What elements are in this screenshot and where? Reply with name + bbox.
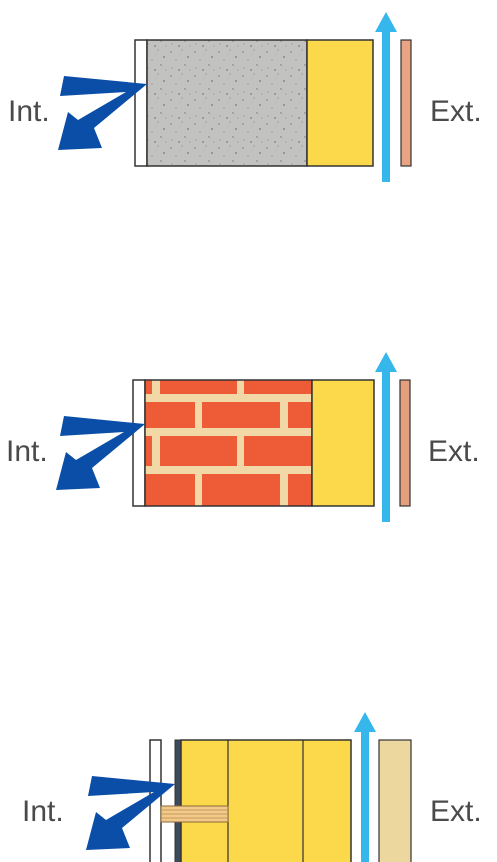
concrete-wall-diagram: Int. Ext. bbox=[0, 0, 497, 200]
air-flow-arrow-icon bbox=[354, 712, 376, 862]
interior-finish-layer bbox=[132, 379, 146, 507]
interior-label: Int. bbox=[8, 95, 50, 128]
timber-batten bbox=[160, 805, 229, 823]
heat-flow-arrow-icon bbox=[86, 776, 175, 850]
insulation-layer bbox=[180, 739, 352, 862]
insulation-layer bbox=[306, 39, 374, 167]
heat-flow-arrow-icon bbox=[58, 76, 147, 150]
exterior-label: Ext. bbox=[430, 795, 482, 828]
timber-wall-svg bbox=[86, 712, 412, 862]
exterior-label: Ext. bbox=[430, 95, 482, 128]
interior-finish-layer bbox=[134, 39, 148, 167]
air-flow-arrow-icon bbox=[375, 12, 397, 182]
brick-layer bbox=[144, 379, 313, 507]
interior-finish-layer bbox=[149, 739, 162, 862]
exterior-label: Ext. bbox=[428, 435, 480, 468]
concrete-layer bbox=[146, 39, 308, 167]
interior-label: Int. bbox=[6, 435, 48, 468]
brick-wall-svg bbox=[56, 352, 411, 522]
exterior-cladding bbox=[378, 739, 412, 862]
brick-wall-diagram: Int. Ext. bbox=[0, 340, 497, 540]
timber-frame-wall-diagram: Int. Ext. bbox=[0, 700, 497, 862]
concrete-wall-svg bbox=[58, 12, 412, 182]
interior-label: Int. bbox=[22, 795, 64, 828]
air-flow-arrow-icon bbox=[375, 352, 397, 522]
exterior-cladding bbox=[399, 379, 411, 507]
exterior-cladding bbox=[400, 39, 412, 167]
heat-flow-arrow-icon bbox=[56, 416, 145, 490]
insulation-layer bbox=[311, 379, 375, 507]
vapour-membrane bbox=[174, 739, 182, 862]
